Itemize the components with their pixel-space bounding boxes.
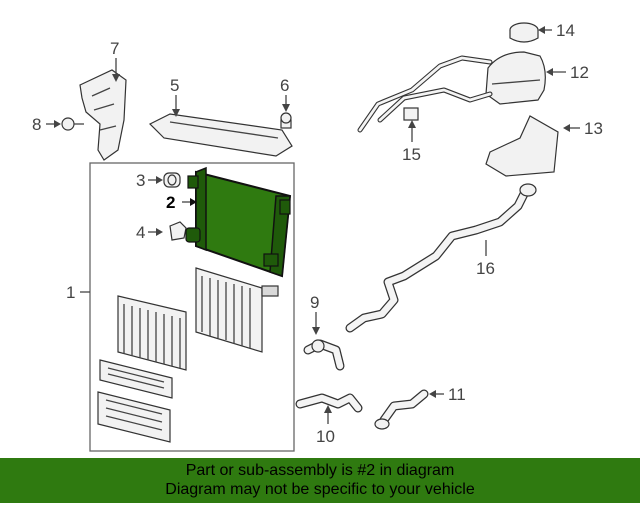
part-1-cooler[interactable] bbox=[195, 267, 279, 353]
callout-13: 13 bbox=[584, 119, 603, 138]
part-14-cap[interactable] bbox=[509, 22, 539, 43]
part-1-trans-cooler[interactable] bbox=[97, 391, 171, 443]
part-16-hose[interactable] bbox=[345, 183, 537, 333]
callout-4: 4 bbox=[136, 223, 145, 242]
callout-1: 1 bbox=[66, 283, 75, 302]
part-1-oil-cooler[interactable] bbox=[99, 359, 173, 399]
callout-2: 2 bbox=[166, 193, 175, 212]
part-6-clip[interactable] bbox=[280, 112, 292, 129]
part-5-seal[interactable] bbox=[148, 113, 293, 157]
part-1-condenser[interactable] bbox=[117, 295, 187, 371]
callout-12: 12 bbox=[570, 63, 589, 82]
banner-line-2: Diagram may not be specific to your vehi… bbox=[165, 481, 475, 498]
callout-8: 8 bbox=[32, 115, 41, 134]
part-2-radiator[interactable] bbox=[185, 166, 292, 278]
banner-line-1: Part or sub-assembly is #2 in diagram bbox=[185, 462, 455, 479]
callout-14: 14 bbox=[556, 21, 575, 40]
callout-3: 3 bbox=[136, 171, 145, 190]
part-8-pin[interactable] bbox=[61, 117, 84, 131]
part-10-hose[interactable] bbox=[295, 393, 363, 413]
callout-9: 9 bbox=[310, 293, 319, 312]
info-banner: Part or sub-assembly is #2 in diagram Di… bbox=[0, 458, 640, 503]
callout-11: 11 bbox=[448, 385, 466, 404]
part-3-grommet[interactable] bbox=[163, 172, 181, 188]
part-7-deflector[interactable] bbox=[79, 69, 127, 161]
callout-10: 10 bbox=[316, 427, 335, 446]
callout-7: 7 bbox=[110, 39, 119, 58]
callout-5: 5 bbox=[170, 76, 179, 95]
part-9-housing[interactable] bbox=[303, 339, 345, 371]
assembly-box bbox=[89, 162, 295, 452]
callout-15: 15 bbox=[402, 145, 421, 164]
parts-diagram: 1 2 3 4 5 6 7 8 9 10 11 12 13 14 15 16 bbox=[32, 21, 603, 452]
callout-6: 6 bbox=[280, 76, 289, 95]
part-11-hose[interactable] bbox=[374, 389, 429, 430]
part-12-reservoir[interactable] bbox=[485, 51, 546, 105]
part-4-bracket[interactable] bbox=[169, 221, 187, 241]
part-15-hose-assembly[interactable] bbox=[357, 55, 493, 133]
callout-16: 16 bbox=[476, 259, 495, 278]
part-13-bracket[interactable] bbox=[485, 115, 559, 177]
